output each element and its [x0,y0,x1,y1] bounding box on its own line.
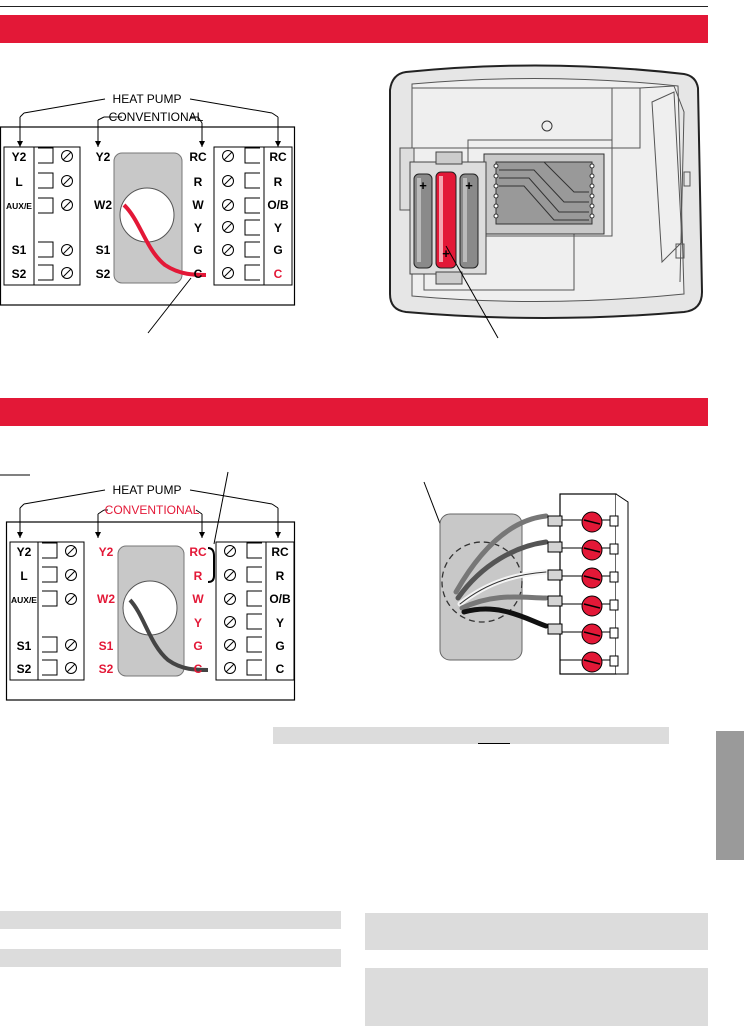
terminal-label: RC [271,545,289,559]
plus-symbol: + [419,178,427,193]
terminal-label: R [194,569,203,583]
terminal-label: AUX/E [11,595,37,605]
terminal-label: W [192,592,204,606]
terminal-label: C [274,267,283,281]
heat-pump-label: HEAT PUMP [113,483,182,497]
conventional-label: CONVENTIONAL [105,503,200,517]
section-banner-2 [0,398,708,426]
terminal-label: O/B [267,198,289,212]
terminal-label: RC [189,545,207,559]
terminal-label: AUX/E [6,201,32,211]
terminal-label: S1 [99,639,114,653]
terminal-label: S1 [12,243,27,257]
heat-pump-label: HEAT PUMP [113,92,182,106]
terminal-label: G [193,639,202,653]
terminal-label: C [194,662,203,676]
terminal-label: Y2 [99,545,114,559]
side-tab [716,731,744,860]
plus-symbol: + [442,246,450,261]
terminal-label: Y2 [96,150,111,164]
battery-diagram: + + + [389,64,704,339]
terminal-label: L [15,175,22,189]
wiring-diagram-1: HEAT PUMP CONVENTIONAL Y2 L AUX/E S1 S2 … [0,92,296,334]
wire-connection-diagram [423,481,629,675]
terminal-label: W [192,198,204,212]
terminal-label: L [20,569,27,583]
terminal-label: C [194,267,203,281]
terminal-label: O/B [269,592,291,606]
terminal-label: G [273,243,282,257]
terminal-label: Y2 [12,150,27,164]
terminal-label: R [276,569,285,583]
plus-symbol: + [465,178,473,193]
top-rule [0,6,708,7]
terminal-label: S1 [96,243,111,257]
terminal-label: Y [194,616,202,630]
terminal-label: S1 [17,639,32,653]
terminal-label: R [274,175,283,189]
terminal-label: G [275,639,284,653]
gray-bar [0,911,341,929]
terminal-label: G [193,243,202,257]
terminal-label: W2 [97,592,115,606]
terminal-label: Y [276,616,284,630]
gray-bar [0,949,341,967]
underline [478,743,510,744]
gray-bar [365,968,708,1026]
terminal-label: S2 [96,267,111,281]
terminal-label: S2 [99,662,114,676]
terminal-label: RC [269,150,287,164]
gray-bar [365,913,708,950]
conventional-label: CONVENTIONAL [109,110,204,124]
section-banner-1 [0,15,708,43]
terminal-label: R [194,175,203,189]
terminal-label: Y [274,221,282,235]
terminal-label: S2 [17,662,32,676]
gray-bar [273,727,669,744]
terminal-label: Y [194,221,202,235]
terminal-label: RC [189,150,207,164]
terminal-label: W2 [94,198,112,212]
terminal-label: Y2 [17,545,32,559]
terminal-label: C [276,662,285,676]
wiring-diagram-2: HEAT PUMP CONVENTIONAL Y2 L AUX/E S1 S2 … [0,471,296,701]
terminal-label: S2 [12,267,27,281]
